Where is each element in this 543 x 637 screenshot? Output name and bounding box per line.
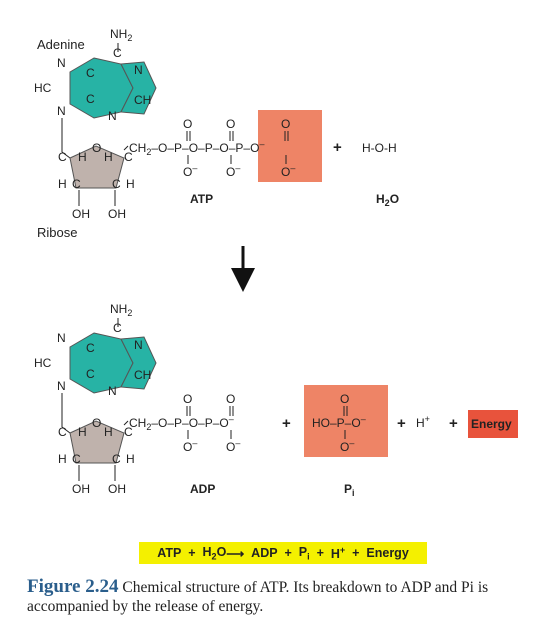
svg-text:H: H bbox=[126, 452, 135, 466]
figure-caption: Figure 2.24 Chemical structure of ATP. I… bbox=[27, 577, 527, 616]
caption-text: Chemical structure of ATP. Its breakdown… bbox=[27, 579, 489, 615]
terminal-phosphate-highlight bbox=[258, 110, 322, 182]
svg-text:CH: CH bbox=[134, 93, 151, 107]
proton-label: H+ bbox=[416, 414, 430, 430]
svg-text:O: O bbox=[92, 416, 101, 430]
pi-label: Pi bbox=[344, 482, 355, 498]
svg-text:C: C bbox=[86, 341, 95, 355]
ribose-ring bbox=[69, 145, 125, 189]
ribose-label: Ribose bbox=[37, 225, 77, 240]
ribose-ring bbox=[69, 420, 125, 464]
water-label: H2O bbox=[376, 192, 399, 208]
svg-text:HC: HC bbox=[34, 356, 52, 370]
plus-sign: + bbox=[282, 415, 291, 432]
svg-text:H: H bbox=[58, 452, 67, 466]
svg-text:OH: OH bbox=[72, 207, 90, 221]
svg-text:H: H bbox=[78, 150, 87, 164]
svg-text:N: N bbox=[108, 109, 117, 123]
energy-box bbox=[468, 410, 518, 438]
svg-text:OH: OH bbox=[108, 482, 126, 496]
svg-text:CH: CH bbox=[134, 368, 151, 382]
svg-text:C: C bbox=[124, 425, 133, 439]
caption-title: Figure 2.24 bbox=[27, 576, 119, 597]
svg-text:C: C bbox=[112, 452, 121, 466]
svg-text:H: H bbox=[104, 425, 113, 439]
adenine-label: Adenine bbox=[37, 37, 85, 52]
overall-equation: ATP + H2O ⟶ ADP + Pi + H+ + Energy bbox=[139, 542, 427, 564]
svg-text:C: C bbox=[86, 66, 95, 80]
svg-text:HO–P–O–: HO–P–O– bbox=[312, 414, 366, 430]
svg-text:O: O bbox=[226, 392, 235, 406]
svg-text:C: C bbox=[72, 177, 81, 191]
plus-sign: + bbox=[397, 415, 406, 432]
svg-text:O: O bbox=[340, 392, 349, 406]
svg-text:OH: OH bbox=[72, 482, 90, 496]
eq-plus: + bbox=[316, 546, 324, 560]
inorganic-phosphate: + HO–P–O– O O– Pi bbox=[282, 385, 388, 498]
plus-sign: + bbox=[333, 139, 342, 156]
atp-label: ATP bbox=[190, 192, 213, 206]
eq-plus: + bbox=[284, 546, 292, 560]
svg-text:C: C bbox=[86, 367, 95, 381]
eq-adp: ADP bbox=[251, 546, 278, 560]
svg-text:O: O bbox=[92, 141, 101, 155]
svg-text:C: C bbox=[113, 321, 122, 335]
eq-pi: Pi bbox=[298, 544, 310, 562]
svg-text:HC: HC bbox=[34, 81, 52, 95]
svg-text:H: H bbox=[126, 177, 135, 191]
svg-text:H: H bbox=[104, 150, 113, 164]
water-structural-formula: H-O-H bbox=[362, 141, 397, 155]
eq-plus: + bbox=[188, 546, 196, 560]
svg-text:O: O bbox=[226, 117, 235, 131]
svg-text:N: N bbox=[57, 379, 66, 393]
eq-h2o: H2O bbox=[202, 544, 227, 562]
svg-text:C: C bbox=[113, 46, 122, 60]
svg-text:CH2–O–P–O–P–O–P–O–: CH2–O–P–O–P–O–P–O– bbox=[129, 139, 264, 157]
svg-text:N: N bbox=[134, 63, 143, 77]
svg-text:C: C bbox=[86, 92, 95, 106]
svg-text:N: N bbox=[57, 56, 66, 70]
svg-text:O: O bbox=[183, 117, 192, 131]
adp-molecule: N C C N HC C CH N N NH2 O C H H C H C C … bbox=[34, 302, 240, 496]
svg-text:OH: OH bbox=[108, 207, 126, 221]
svg-text:N: N bbox=[108, 384, 117, 398]
svg-text:O–: O– bbox=[183, 163, 197, 179]
svg-text:C: C bbox=[124, 150, 133, 164]
eq-atp: ATP bbox=[157, 546, 182, 560]
svg-text:N: N bbox=[57, 331, 66, 345]
svg-text:CH2–O–P–O–P–O–: CH2–O–P–O–P–O– bbox=[129, 414, 234, 432]
adenine-five-ring bbox=[120, 61, 157, 115]
svg-text:NH2: NH2 bbox=[110, 302, 132, 318]
svg-text:O–: O– bbox=[226, 163, 240, 179]
svg-text:O–: O– bbox=[226, 438, 240, 454]
svg-text:C: C bbox=[58, 425, 67, 439]
svg-text:H: H bbox=[78, 425, 87, 439]
energy-label: Energy bbox=[471, 417, 512, 431]
svg-text:O: O bbox=[281, 117, 290, 131]
plus-sign: + bbox=[449, 415, 458, 432]
adenine-five-ring bbox=[120, 336, 157, 390]
svg-text:O–: O– bbox=[183, 438, 197, 454]
svg-text:NH2: NH2 bbox=[110, 27, 132, 43]
eq-energy: Energy bbox=[366, 546, 409, 560]
eq-arrow: ⟶ bbox=[226, 546, 245, 561]
svg-text:C: C bbox=[112, 177, 121, 191]
svg-text:H: H bbox=[58, 177, 67, 191]
svg-text:N: N bbox=[134, 338, 143, 352]
svg-text:C: C bbox=[58, 150, 67, 164]
eq-h-plus: H+ bbox=[330, 544, 346, 562]
atp-molecule: N C C N HC C CH N N NH2 Adenine O C H H … bbox=[34, 27, 322, 240]
svg-text:N: N bbox=[57, 104, 66, 118]
eq-plus: + bbox=[352, 546, 360, 560]
phosphate-highlight bbox=[304, 385, 388, 457]
svg-text:C: C bbox=[72, 452, 81, 466]
svg-text:O: O bbox=[183, 392, 192, 406]
adp-label: ADP bbox=[190, 482, 215, 496]
